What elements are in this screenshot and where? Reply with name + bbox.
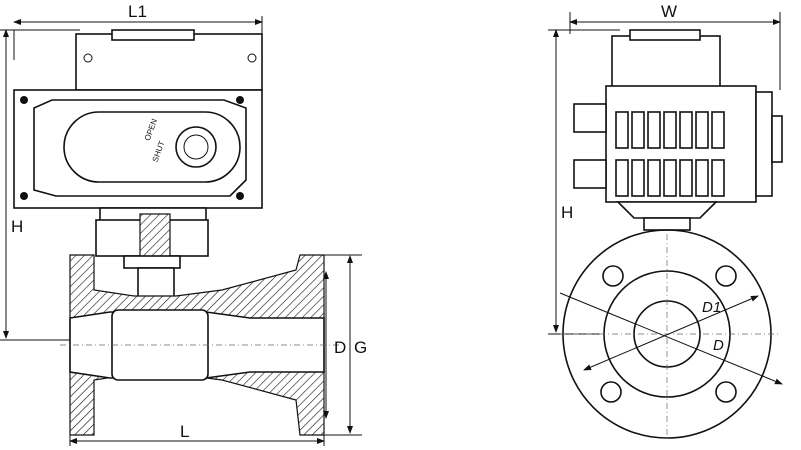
- label-h: H: [11, 217, 23, 236]
- label-l1: L1: [128, 2, 147, 21]
- position-indicator: [175, 126, 217, 168]
- bolt-hole: [715, 265, 737, 287]
- label-h-side: H: [561, 203, 573, 222]
- actuator-housing: [605, 85, 757, 203]
- label-l: L: [180, 422, 189, 441]
- label-d: D: [334, 338, 346, 357]
- bolt-hole: [600, 381, 622, 403]
- cable-gland-bottom: [573, 159, 607, 189]
- actuator-body: [13, 89, 263, 209]
- actuator-top: [611, 35, 721, 89]
- front-view: L1 H OPEN SHUT: [0, 2, 367, 446]
- actuator-top-cover: [75, 33, 263, 91]
- cable-gland-top: [573, 103, 607, 133]
- label-d-side: D: [713, 337, 724, 354]
- label-d1: D1: [702, 299, 721, 316]
- label-w: W: [661, 2, 677, 21]
- side-view: W H D1 D: [548, 2, 783, 440]
- bolt-hole: [715, 381, 737, 403]
- label-g: G: [354, 338, 367, 357]
- bolt-hole: [602, 265, 624, 287]
- actuator-window: [63, 111, 241, 183]
